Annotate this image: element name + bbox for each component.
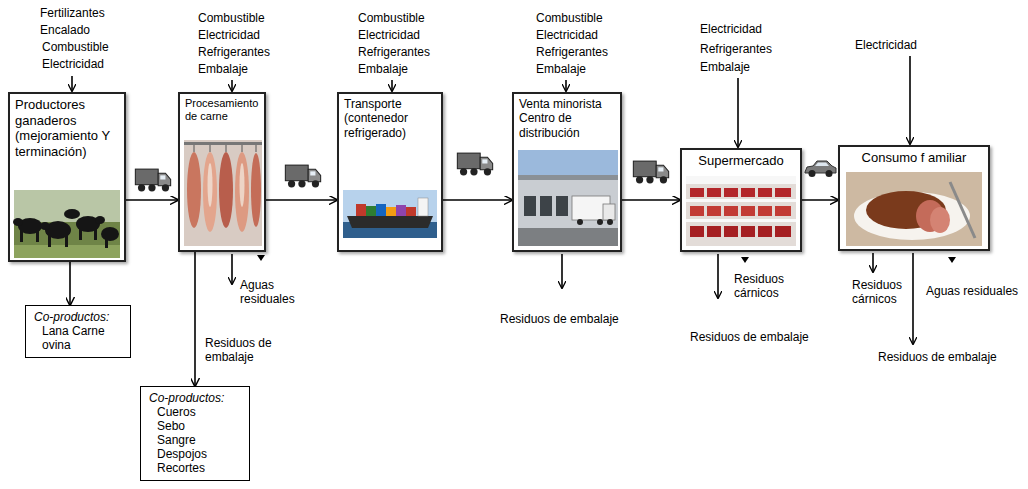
flow-arrow — [622, 199, 680, 201]
truck-icon — [457, 153, 492, 175]
output-label: Aguas residuales — [240, 278, 310, 306]
stage-title: Transporte (contenedor refrigerado) — [344, 97, 436, 140]
output-arrow — [717, 254, 719, 298]
input-label: Embalaje — [358, 62, 408, 76]
output-label: Residuos de embalaje — [690, 330, 809, 344]
truck-icon — [633, 161, 668, 183]
output-arrow — [872, 253, 874, 272]
input-label: Combustible — [536, 11, 603, 25]
carcass-photo — [184, 140, 262, 246]
input-label: Refrigerantes — [358, 45, 430, 59]
input-arrow — [737, 78, 739, 147]
output-label: Residuos de embalaje — [205, 336, 275, 364]
flow-arrow — [266, 199, 337, 201]
input-label: Electricidad — [855, 38, 917, 52]
stage-box: Productores ganaderos (mejoramiento Y te… — [8, 92, 126, 262]
output-label: Residuos cárnicos — [734, 272, 796, 300]
output-label: Residuos de embalaje — [500, 312, 619, 326]
coproduct-box: Co-productos:Lana Carne ovina — [25, 305, 131, 358]
input-label: Electricidad — [536, 28, 598, 42]
coproduct-heading: Co-productos: — [34, 310, 122, 324]
input-label: Fertilizantes — [40, 6, 105, 20]
input-arrow — [565, 80, 567, 91]
input-label: Refrigerantes — [700, 42, 772, 56]
roast-photo — [846, 172, 982, 246]
coproduct-list: Cueros Sebo Sangre Despojos Recortes — [157, 405, 215, 475]
coproduct-box: Co-productos:Cueros Sebo Sangre Despojos… — [140, 386, 250, 481]
stage-title: Procesamiento de carne — [185, 97, 259, 123]
flow-arrow — [443, 199, 512, 201]
input-label: Refrigerantes — [198, 45, 270, 59]
meat-counter-photo — [686, 176, 796, 246]
flow-arrow — [802, 199, 838, 201]
stage-title: Productores ganaderos (mejoramiento Y te… — [15, 97, 119, 159]
stage-box: Venta minorista Centro de distribución — [512, 92, 622, 252]
input-label: Combustible — [358, 11, 425, 25]
input-label: Electricidad — [198, 28, 260, 42]
output-label: Residuos cárnicos — [852, 278, 908, 306]
car-icon — [805, 161, 836, 177]
input-arrow — [909, 56, 911, 144]
output-label: Residuos de embalaje — [878, 350, 997, 364]
output-arrow — [912, 253, 914, 344]
warehouse-photo — [518, 150, 618, 246]
stage-title: Supermercado — [687, 153, 795, 169]
input-label: Embalaje — [198, 62, 248, 76]
coproduct-heading: Co-productos: — [149, 391, 241, 405]
input-label: Encalado — [40, 23, 90, 37]
flow-arrow — [126, 199, 178, 201]
stage-title: Consumo f amiliar — [845, 150, 983, 166]
input-label: Electricidad — [358, 28, 420, 42]
input-label: Combustible — [198, 11, 265, 25]
flow-arrow — [69, 262, 71, 305]
input-label: Electricidad — [42, 57, 104, 71]
cattle-photo — [13, 190, 120, 258]
input-arrow — [391, 80, 393, 91]
input-label: Electricidad — [700, 22, 762, 36]
input-label: Embalaje — [700, 60, 750, 74]
stage-title: Venta minorista Centro de distribución — [519, 97, 615, 140]
input-label: Refrigerantes — [536, 45, 608, 59]
ship-photo — [343, 190, 437, 238]
stage-box: Transporte (contenedor refrigerado) — [337, 92, 443, 252]
triangle-mark — [257, 255, 265, 261]
stage-box: Consumo f amiliar — [838, 145, 990, 251]
truck-icon — [135, 169, 170, 191]
stage-box: Procesamiento de carne — [178, 92, 266, 252]
coproduct-list: Lana Carne ovina — [42, 324, 114, 352]
input-label: Combustible — [42, 40, 109, 54]
stage-box: Supermercado — [680, 148, 802, 252]
truck-icon — [285, 165, 320, 187]
flow-arrow — [194, 252, 196, 386]
input-arrow — [231, 80, 233, 91]
triangle-mark — [948, 257, 956, 263]
output-arrow — [231, 254, 233, 284]
triangle-mark — [741, 257, 749, 263]
input-label: Embalaje — [536, 62, 586, 76]
output-label: Aguas residuales — [926, 284, 1018, 298]
output-arrow — [561, 254, 563, 288]
input-arrow — [71, 76, 73, 91]
